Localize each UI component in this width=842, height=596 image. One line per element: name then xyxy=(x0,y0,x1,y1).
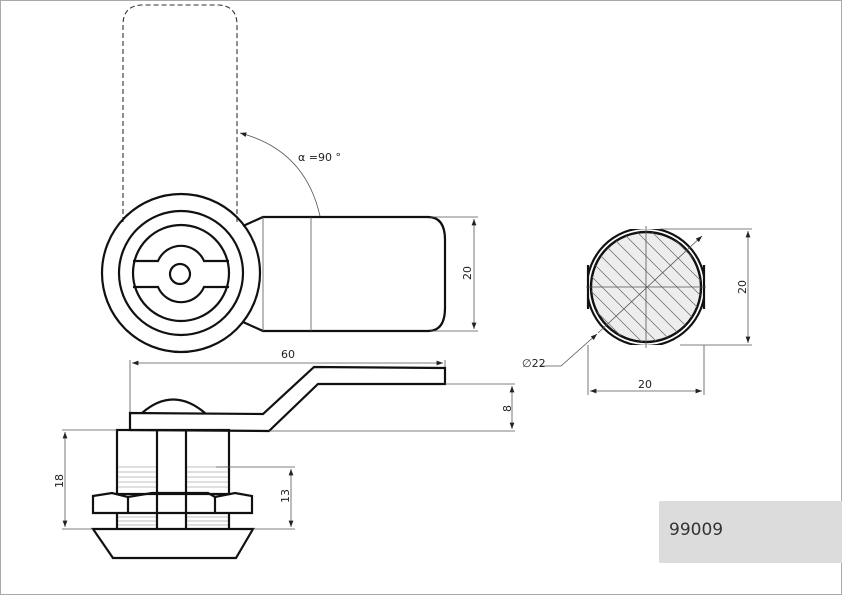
title-block: 99009 xyxy=(659,501,842,563)
rotation-angle-arc xyxy=(239,132,321,217)
body-height-dimension: 18 xyxy=(53,474,66,488)
arm-width-dimension: 20 xyxy=(461,266,474,280)
hex-nut xyxy=(91,491,254,515)
key-hole xyxy=(168,262,192,286)
section-view: ∅22 20 20 xyxy=(522,226,752,395)
bezel xyxy=(90,527,255,560)
section-width-dimension: 20 xyxy=(638,378,652,391)
angle-label: α =90 ° xyxy=(298,151,341,164)
lever-arm-top xyxy=(242,215,447,333)
cam-dome xyxy=(141,398,206,414)
lever-length-dimension: 60 xyxy=(281,348,295,361)
part-number: 99009 xyxy=(669,520,724,540)
lever-offset-dimension: 8 xyxy=(501,405,514,412)
section-hatching xyxy=(591,232,701,342)
thread-hatching xyxy=(118,466,228,526)
diameter-dimension: ∅22 xyxy=(522,357,546,370)
top-view: α =90 ° 20 xyxy=(100,4,478,354)
outer-ring xyxy=(100,192,262,354)
key-slot xyxy=(133,244,229,304)
side-view: 60 8 18 13 xyxy=(53,348,515,560)
thread-length-dimension: 13 xyxy=(279,489,292,503)
rotated-lever-phantom xyxy=(122,4,238,222)
lever-side xyxy=(128,365,447,433)
section-height-dimension: 20 xyxy=(736,280,749,294)
lock-body xyxy=(115,428,231,496)
